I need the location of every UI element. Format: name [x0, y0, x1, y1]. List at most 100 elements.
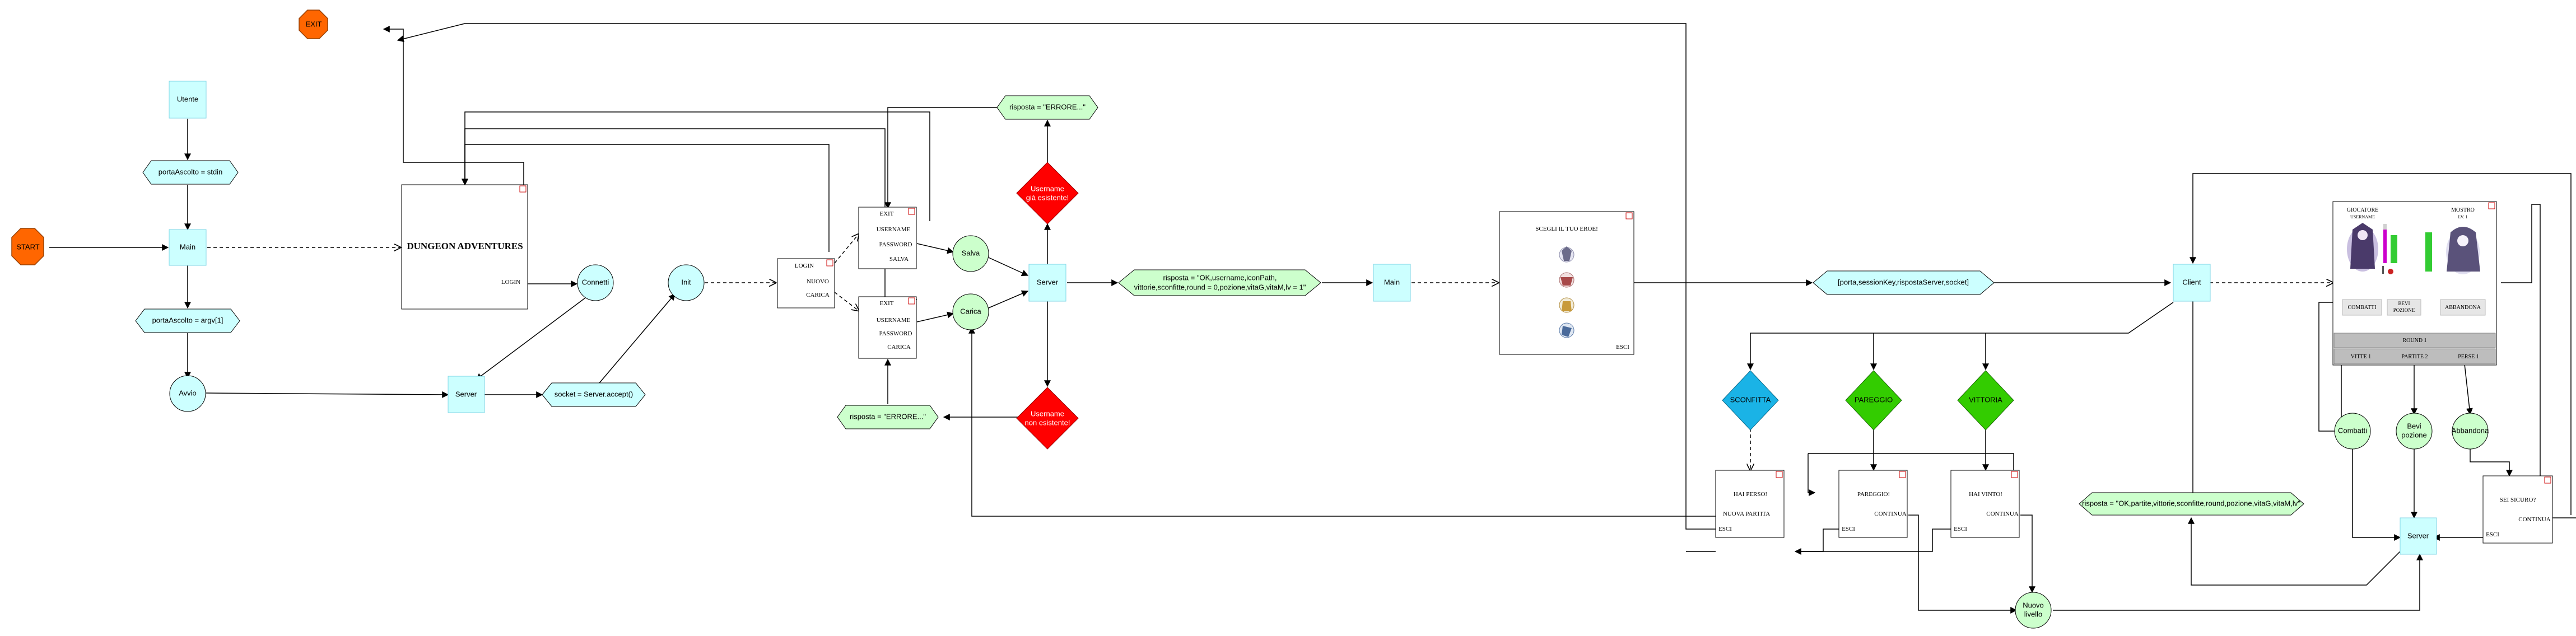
edge-won-nuovo [2020, 515, 2035, 593]
edge-game-fight-loop [2318, 302, 2339, 432]
svg-text:Combatti: Combatti [2338, 426, 2367, 434]
draw-title: PAREGGIO! [1857, 491, 1890, 498]
svg-text:SCONFITTA: SCONFITTA [1730, 395, 1771, 404]
svg-text:Carica: Carica [960, 307, 981, 315]
edge-won-exit [1795, 529, 1951, 552]
won-title: HAI VINTO! [1969, 491, 2002, 498]
form-load-password[interactable]: PASSWORD [879, 330, 912, 337]
edge-combatti-server [2352, 448, 2401, 541]
svg-text:Server: Server [455, 390, 477, 398]
svg-text:Init: Init [681, 278, 691, 286]
salva-node: Salva [952, 235, 989, 272]
confirm-next-button[interactable]: CONTINUA [2518, 516, 2550, 523]
svg-text:Salva: Salva [962, 249, 980, 257]
won-next-button[interactable]: CONTINUA [1986, 511, 2018, 517]
draw-next-button[interactable]: CONTINUA [1874, 511, 1906, 517]
potion-button[interactable]: BEVI POZIONE [2387, 299, 2421, 316]
form-load-exit[interactable]: EXIT [879, 300, 893, 307]
utente-node: Utente [169, 81, 207, 119]
fight-button[interactable]: COMBATTI [2342, 299, 2382, 316]
dungeon-login-button[interactable]: LOGIN [501, 279, 520, 286]
svg-text:vittorie,sconfitte,round = 0,p: vittorie,sconfitte,round = 0,pozione,vit… [1134, 283, 1306, 291]
game-monster-label: MOSTRO [2451, 207, 2475, 213]
risposta-err-top: risposta = "ERRORE..." [996, 95, 1098, 120]
hero-option-2[interactable] [1559, 272, 1575, 288]
edge-avvio-server [206, 391, 449, 398]
err-top-diamond: Username già esistente! [1016, 162, 1079, 225]
game-screen: GIOCATORE USERNAME MOSTRO LV. 1 COMB [2332, 201, 2497, 366]
svg-text:livello: livello [2024, 610, 2043, 618]
hero-option-4[interactable] [1559, 322, 1575, 338]
form-new-password[interactable]: PASSWORD [879, 241, 912, 248]
start-terminal: START [11, 228, 44, 265]
won-exit-button[interactable]: ESCI [1954, 526, 1967, 532]
svg-text:Bevi: Bevi [2407, 422, 2421, 430]
carica-node: Carica [952, 293, 989, 330]
edge-abbandona-confirm [2470, 448, 2513, 477]
form-load-action[interactable]: CARICA [887, 344, 911, 350]
svg-text:portaAscolto = argv[1]: portaAscolto = argv[1] [152, 316, 223, 324]
lost-retry-button[interactable]: NUOVA PARTITA [1723, 511, 1770, 517]
exit-terminal: EXIT [299, 10, 328, 39]
lost-title: HAI PERSO! [1734, 491, 1767, 498]
svg-text:Main: Main [180, 242, 195, 251]
player-health-bars [2383, 224, 2397, 263]
hero-option-3[interactable] [1559, 297, 1575, 313]
monster-avatar [2446, 227, 2480, 274]
lost-exit-button[interactable]: ESCI [1718, 526, 1732, 532]
client-node: Client [2173, 264, 2211, 302]
confirm-screen: SEI SICURO? CONTINUA ESCI [2482, 475, 2553, 544]
form-new-username[interactable]: USERNAME [877, 226, 911, 233]
dungeon-screen: DUNGEON ADVENTURES LOGIN [401, 184, 528, 310]
edge-risptop-formnew [884, 107, 1000, 209]
avvio-node: Avvio [169, 375, 206, 412]
login-menu-nuovo[interactable]: NUOVO [807, 278, 829, 285]
form-load-screen: EXIT USERNAME PASSWORD CARICA [858, 296, 917, 359]
svg-text:POZIONE: POZIONE [2393, 307, 2415, 313]
svg-text:Client: Client [2182, 278, 2201, 286]
server-right-node: Server [2400, 517, 2437, 555]
svg-text:START: START [16, 242, 39, 251]
socket-accept-node: socket = Server.accept() [542, 382, 646, 407]
monster-health-bar [2425, 232, 2432, 272]
svg-text:Username: Username [1031, 409, 1064, 418]
svg-text:risposta = "ERRORE...": risposta = "ERRORE..." [1009, 102, 1086, 111]
server-mid-node: Server [1028, 264, 1066, 302]
form-new-exit[interactable]: EXIT [879, 211, 893, 217]
connectors [49, 23, 2576, 614]
combatti-node: Combatti [2334, 413, 2371, 450]
edge-draw-top [1808, 453, 2014, 470]
login-menu-carica[interactable]: CARICA [806, 292, 830, 298]
edge-formload-carica [916, 311, 954, 322]
abbandona-node: Abbandona [2452, 413, 2489, 450]
edge-client-split [1747, 302, 2174, 371]
hero-select-exit[interactable]: ESCI [1616, 344, 1629, 350]
svg-text:Connetti: Connetti [582, 278, 609, 286]
form-load-username[interactable]: USERNAME [877, 317, 911, 324]
edge-connetti-server [476, 297, 586, 380]
edge-server-rispright [2188, 517, 2401, 586]
sconfitta-diamond: SCONFITTA [1722, 370, 1779, 431]
form-new-action[interactable]: SALVA [889, 256, 909, 263]
draw-exit-button[interactable]: ESCI [1842, 526, 1855, 532]
svg-text:BEVI: BEVI [2398, 301, 2410, 306]
svg-text:Server: Server [1037, 278, 1059, 286]
init-node: Init [668, 264, 705, 301]
hero-option-1[interactable] [1559, 246, 1575, 263]
edge-login-formload [834, 292, 859, 311]
confirm-exit-button[interactable]: ESCI [2486, 531, 2499, 538]
risposta-ok-node: risposta = "OK,username,iconPath, vittor… [1118, 269, 1321, 296]
round-label: ROUND 1 [2402, 338, 2426, 344]
edge-salva-server [988, 257, 1029, 276]
svg-text:già esistente!: già esistente! [1026, 193, 1069, 202]
main-mid-node: Main [1373, 264, 1411, 302]
svg-text:Server: Server [2407, 531, 2429, 540]
login-menu-title: LOGIN [795, 263, 814, 269]
matches-label: PARTITE 2 [2401, 354, 2428, 360]
edge-carica-server [988, 290, 1029, 308]
server-left-node: Server [448, 376, 485, 413]
svg-text:socket = Server.accept(): socket = Server.accept() [555, 390, 633, 398]
quit-button[interactable]: ABBANDONA [2440, 299, 2486, 316]
lost-screen: HAI PERSO! NUOVA PARTITA ESCI [1715, 470, 1785, 538]
